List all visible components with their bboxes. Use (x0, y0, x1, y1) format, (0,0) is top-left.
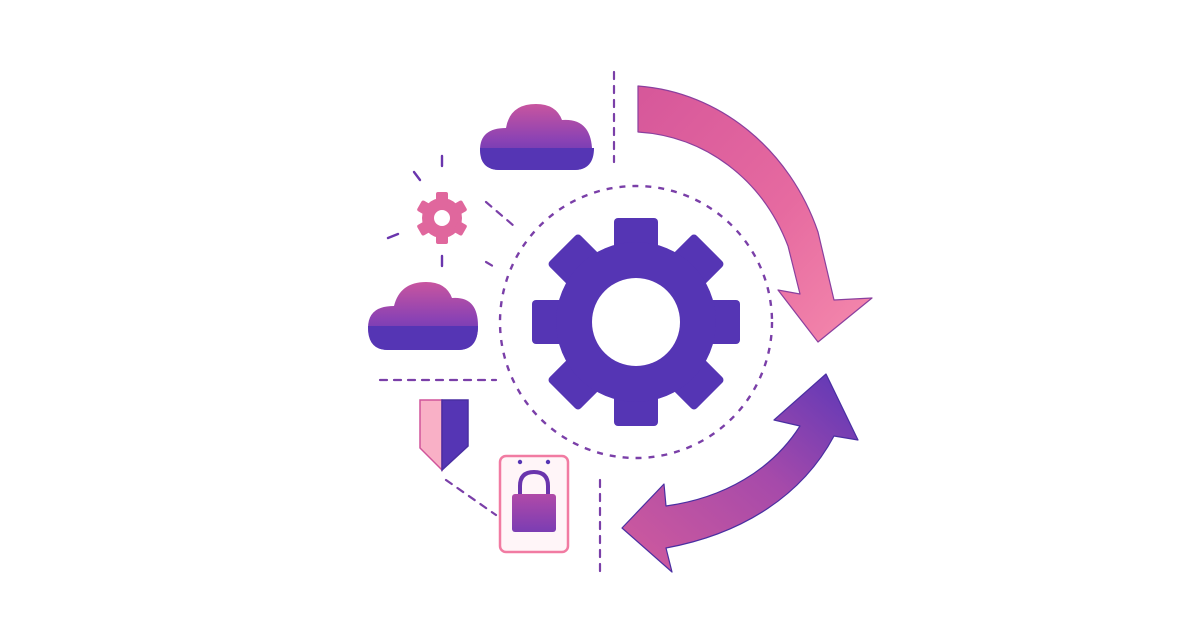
padlock-icon (498, 454, 570, 554)
dashed-connectors (378, 70, 616, 574)
central-gear-icon (532, 218, 740, 426)
cycle-arrow-down-icon (637, 85, 873, 343)
cloud-icon-bottom (368, 282, 478, 350)
small-gear-icon (417, 192, 467, 244)
cycle-arrow-up-icon (621, 373, 859, 573)
dashed-orbit-circle (498, 184, 774, 460)
sparkle-lines (386, 154, 444, 268)
cloud-icon-top (480, 104, 594, 170)
dashed-line-diagonal-upper (484, 200, 516, 228)
dashed-line-diagonal-mid (484, 260, 498, 270)
dashed-line-diagonal-lower (444, 478, 498, 517)
shield-icon (419, 399, 469, 472)
